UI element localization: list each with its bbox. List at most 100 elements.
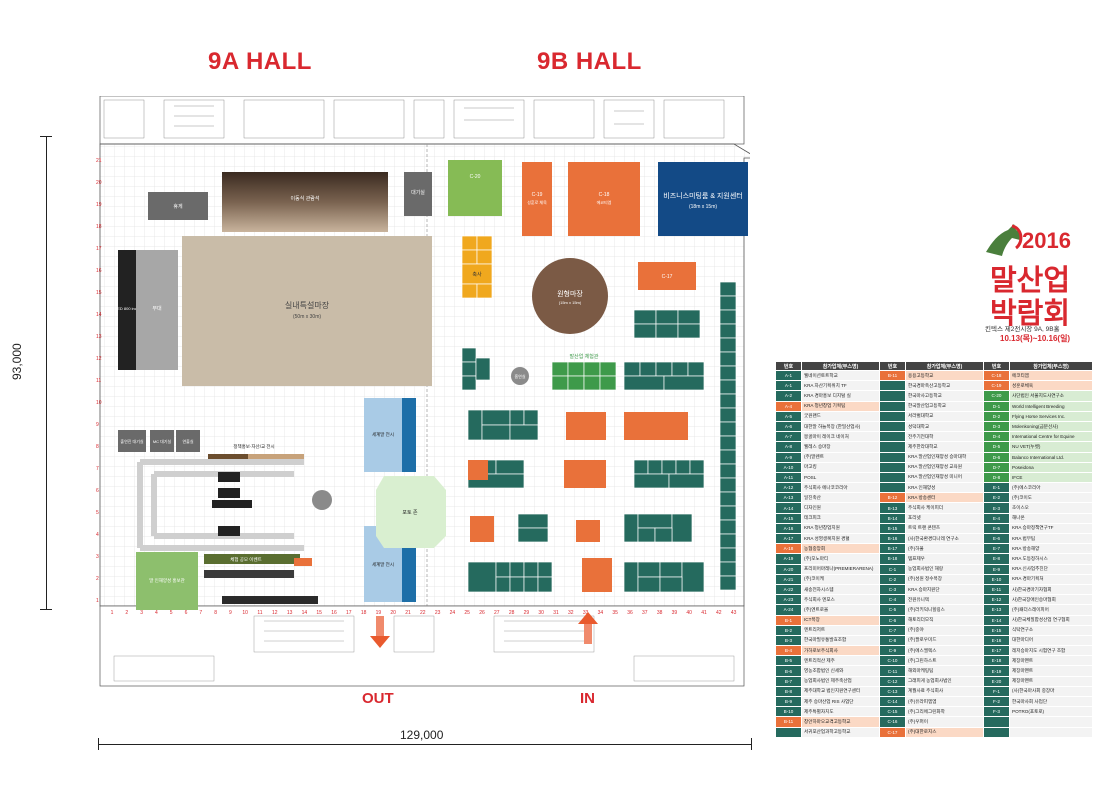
booth-e <box>719 295 737 311</box>
legend-exhibitor-name: 사)한국체질합성산업 연구협회 <box>1009 614 1093 626</box>
vip-room-label: 출연진 대기실 <box>120 438 144 444</box>
legend-booth-code: C-6 <box>879 614 906 626</box>
booth-e <box>719 575 737 591</box>
smoking-label: 흡연실 <box>514 373 525 379</box>
legend-booth-code: A-8 <box>775 441 802 453</box>
legend-booth-code: E-3 <box>983 502 1010 514</box>
legend-exhibitor-name: World Intelligent Breeding <box>1009 400 1093 412</box>
world-exhibit-upper <box>364 398 402 472</box>
legend-booth-code: A-5 <box>775 410 802 422</box>
legend-exhibitor-name: 웰레스 승마장 <box>801 441 880 453</box>
booth-e <box>719 281 737 297</box>
in-arrow-head <box>578 612 598 624</box>
legend-exhibitor-name: KRA 승마정책연구TF <box>1009 522 1093 535</box>
legend-exhibitor-name: (주)코이케 <box>801 573 880 585</box>
legend-exhibitor-name: 제장마펜트 <box>1009 655 1093 667</box>
legend-exhibitor-name: 엔트리저트 <box>801 624 880 636</box>
grid-col-number: 28 <box>509 610 515 616</box>
legend-header-cell: 참가업체(부스명) <box>801 361 880 371</box>
legend-exhibitor-name: 디자인원 <box>801 502 880 514</box>
legend-exhibitor-name: KRA 말산업인재양성 교육원 <box>905 461 984 473</box>
booth-e <box>719 519 737 535</box>
legend-booth-code: A-23 <box>775 594 802 606</box>
legend-exhibitor-name: 가하로보주식회사 <box>801 645 880 657</box>
legend-booth-code: C-18 <box>983 369 1010 382</box>
legend-exhibitor-name: 대한마디어 <box>1009 634 1093 647</box>
legend-booth-code <box>879 380 906 392</box>
booth-c19-code: C-19 <box>532 192 543 198</box>
legend-booth-code: D-4 <box>983 431 1010 443</box>
legend-booth-code: B-3 <box>775 634 802 647</box>
legend-booth-code: A-22 <box>775 583 802 596</box>
legend-booth-code: E-17 <box>983 645 1010 657</box>
legend-exhibitor-name: 초이스오 <box>1009 502 1093 514</box>
photo-zone-label: 포토 존 <box>402 510 418 516</box>
legend-booth-code: E-8 <box>983 553 1010 565</box>
legend-exhibitor-name: KRA 방송해양 <box>1009 543 1093 555</box>
legend-exhibitor-name: 일진축산 <box>801 492 880 504</box>
booth-e <box>719 449 737 465</box>
legend-exhibitor-name: 주식회사 엔포스 <box>801 594 880 606</box>
legend-exhibitor-name: 성덕대학교 <box>905 420 984 433</box>
legend-exhibitor-name: (주)패더스레이피어 <box>1009 604 1093 616</box>
legend-exhibitor-name: 몽골마이 레이크 네이처 <box>801 431 880 443</box>
grid-col-number: 32 <box>568 610 574 616</box>
legend-booth-code: F-1 <box>983 685 1010 698</box>
legend-booth-code: D-5 <box>983 441 1010 453</box>
legend-booth-code: D-3 <box>983 420 1010 433</box>
legend-booth-code: E-19 <box>983 665 1010 677</box>
event-year: 2016 <box>1022 228 1071 253</box>
grid-row-number: 14 <box>96 312 102 318</box>
legend-booth-code: C-7 <box>879 624 906 636</box>
legend-exhibitor-name: 굿원랜드 <box>801 410 880 422</box>
in-label: IN <box>580 690 595 707</box>
legend-booth-code <box>879 441 906 453</box>
height-tick-bottom <box>40 609 52 610</box>
legend-booth-code: A-18 <box>775 543 802 555</box>
legend-exhibitor-name: 엔트리적산 제주 <box>801 655 880 667</box>
c-cluster-upper <box>633 309 701 339</box>
feed-block <box>461 235 493 299</box>
grid-col-number: 14 <box>302 610 308 616</box>
legend-booth-code: B-18 <box>879 553 906 565</box>
legend-booth-code: A-1 <box>775 380 802 392</box>
legend-exhibitor-name: (주)모노마티 <box>801 553 880 565</box>
grid-col-number: 18 <box>361 610 367 616</box>
legend-exhibitor-name: 서라벌대학교 <box>905 410 984 422</box>
round-arena-name: 원형마장 <box>557 289 583 298</box>
stage <box>136 250 178 370</box>
legend-exhibitor-name: Poseidona <box>1009 461 1093 473</box>
booth-e <box>719 351 737 367</box>
legend-exhibitor-name: 새송전자시스템 <box>801 583 880 596</box>
legend-exhibitor-name: 주식회사 케이피더 <box>905 502 984 514</box>
grid-row-number: 21 <box>96 158 102 164</box>
legend-booth-code: C-10 <box>879 655 906 667</box>
grid-col-number: 24 <box>450 610 456 616</box>
legend-exhibitor-name: KRA 말산업인재양성 승마대학 <box>905 451 984 463</box>
inner-booth-3 <box>218 526 240 536</box>
grid-row-number: 15 <box>96 290 102 296</box>
legend-exhibitor-name: (사)한국환경디나레 연구소 <box>905 532 984 545</box>
booth-e <box>719 337 737 353</box>
legend-booth-code: A-12 <box>775 482 802 494</box>
legend-booth-code: A-4 <box>775 400 802 412</box>
legend-exhibitor-name: 한국경마축산고등학교 <box>905 380 984 392</box>
legend-exhibitor-name: ICT목장 <box>801 614 880 626</box>
world-exhibit-lower-label: 세계말 전시 <box>372 561 394 568</box>
legend-exhibitor-name: POSL <box>801 471 880 484</box>
legend-exhibitor-name: International Centre for Equine <box>1009 431 1093 443</box>
legend-exhibitor-name: NU VET(누벳) <box>1009 441 1093 453</box>
booth-c20 <box>448 160 502 216</box>
round-arena <box>532 258 608 334</box>
booth-f4-bar2 <box>248 454 304 460</box>
